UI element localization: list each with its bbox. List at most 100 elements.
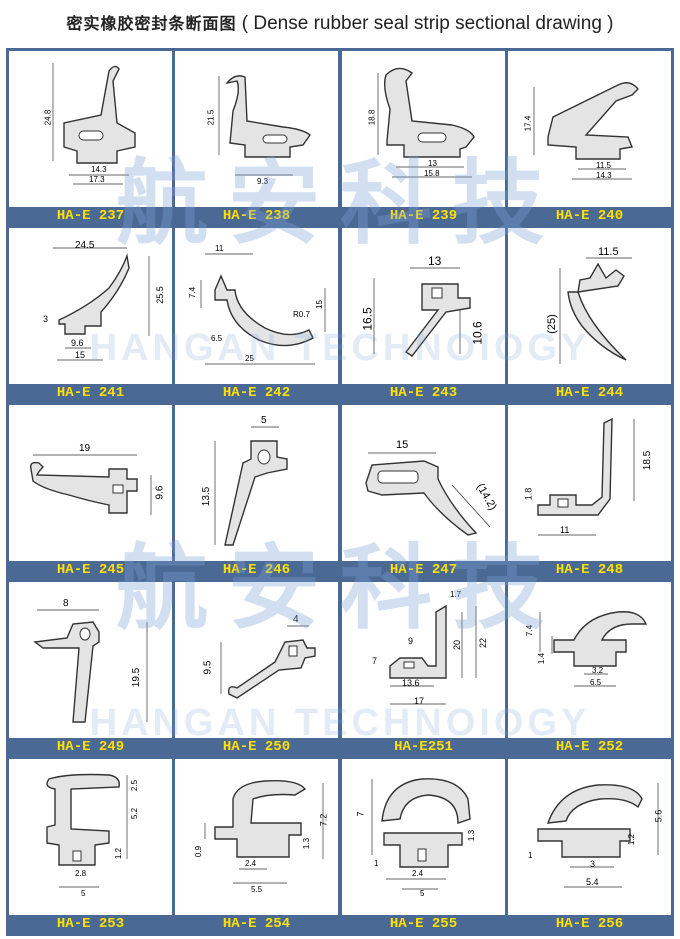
section-drawing-247: 15 (14.2) (342, 405, 505, 561)
model-code: HA-E251 (394, 739, 453, 755)
page-title: 密实橡胶密封条断面图 ( Dense rubber seal strip sec… (0, 10, 680, 35)
dim-label: 3 (43, 314, 49, 324)
dim-label: 25 (245, 354, 254, 363)
model-code: HA-E 250 (222, 739, 291, 755)
dim-label: 18.8 (367, 109, 377, 126)
dim-label: 19 (79, 443, 91, 454)
dim-label: 5 (261, 415, 267, 426)
seal-card-242: 11 7.4 15 R0.7 6.5 25 HA-E 242 (175, 228, 338, 402)
seal-card-256: 5.6 1.2 1 3 5.4 HA-E 256 (508, 759, 671, 933)
section-drawing-240: 17.4 11.5 14.3 (508, 51, 671, 207)
dim-label: 1.4 (537, 652, 547, 665)
dim-label: 22 (478, 637, 489, 649)
dim-label: 7 (355, 811, 366, 817)
dim-label: 1.2 (114, 847, 124, 860)
seal-card-253: 2.5 5.2 1.2 2.8 5 HA-E 253 (9, 759, 172, 933)
dim-label: 11 (560, 525, 570, 535)
section-drawing-250: 4 9.5 (175, 582, 338, 738)
seal-card-238: 21.5 9.3 HA-E 238 (175, 51, 338, 225)
dim-label: 9.6 (154, 485, 166, 500)
dim-label: 19.5 (131, 667, 143, 688)
model-code: HA-E 244 (555, 385, 624, 401)
dim-label: 8 (63, 598, 69, 609)
model-code: HA-E 254 (222, 916, 291, 932)
dim-label: 13 (428, 254, 442, 268)
section-drawing-246: 5 13.5 (175, 405, 338, 561)
dim-label: R0.7 (293, 310, 310, 319)
dim-label: 15 (75, 350, 86, 360)
dim-label: 5 (81, 889, 86, 898)
model-code: HA-E 242 (222, 385, 291, 401)
dim-label: 1.2 (627, 833, 637, 846)
dim-label: 24.8 (43, 109, 53, 126)
seal-card-240: 17.4 11.5 14.3 HA-E 240 (508, 51, 671, 225)
seal-card-252: 7.4 1.4 3.2 6.5 HA-E 252 (508, 582, 671, 756)
title-english: ( Dense rubber seal strip sectional draw… (241, 13, 614, 34)
seal-card-237: 24.8 14.3 17.3 HA-E 237 (9, 51, 172, 225)
dim-label: 9.6 (71, 338, 84, 348)
model-code: HA-E 253 (56, 916, 125, 932)
dim-label: 2.4 (245, 859, 257, 868)
seal-card-239: 18.8 13 15.8 HA-E 239 (342, 51, 505, 225)
model-code: HA-E 252 (555, 739, 624, 755)
dim-label: 9.5 (202, 660, 214, 675)
model-code: HA-E 240 (555, 208, 624, 224)
dim-label: 7.2 (318, 813, 329, 827)
section-drawing-251: 1.7 9 20 22 7 13.6 17 (342, 582, 505, 738)
dim-label: 11.5 (598, 246, 619, 258)
dim-label: 13.6 (402, 678, 420, 688)
model-code: HA-E 249 (56, 739, 125, 755)
section-drawing-245: 19 9.6 (9, 405, 172, 561)
section-drawing-256: 5.6 1.2 1 3 5.4 (508, 759, 671, 915)
dim-label: 3.2 (592, 666, 604, 675)
dim-label: 24.5 (75, 240, 95, 251)
seal-card-247: 15 (14.2) HA-E 247 (342, 405, 505, 579)
dim-label: 3 (590, 859, 596, 869)
dim-label: 1.7 (450, 590, 462, 599)
dim-label: 5.4 (586, 877, 599, 887)
dim-label: 15 (396, 439, 409, 451)
section-drawing-239: 18.8 13 15.8 (342, 51, 505, 207)
dim-label: 1.3 (302, 837, 312, 850)
dim-label: 17.3 (89, 175, 105, 184)
seal-card-250: 4 9.5 HA-E 250 (175, 582, 338, 756)
dim-label: 2.4 (412, 869, 424, 878)
model-code: HA-E 245 (56, 562, 125, 578)
section-drawing-253: 2.5 5.2 1.2 2.8 5 (9, 759, 172, 915)
section-drawing-255: 7 1.3 1 2.4 5 (342, 759, 505, 915)
model-code: HA-E 238 (222, 208, 291, 224)
model-code: HA-E 256 (555, 916, 624, 932)
section-drawing-242: 11 7.4 15 R0.7 6.5 25 (175, 228, 338, 384)
seal-card-245: 19 9.6 HA-E 245 (9, 405, 172, 579)
dim-label: 1.8 (523, 487, 534, 501)
dim-label: 11.5 (596, 161, 611, 170)
seal-card-255: 7 1.3 1 2.4 5 HA-E 255 (342, 759, 505, 933)
section-drawing-241: 24.5 25.5 3 9.6 15 (9, 228, 172, 384)
model-code: HA-E 255 (389, 916, 458, 932)
model-code: HA-E 247 (389, 562, 458, 578)
seal-card-244: 11.5 (25) HA-E 244 (508, 228, 671, 402)
model-code: HA-E 239 (389, 208, 458, 224)
dim-label: 9.3 (257, 177, 269, 186)
dim-label: 5.5 (251, 885, 263, 894)
section-drawing-254: 7.2 1.3 0.9 2.4 5.5 (175, 759, 338, 915)
dim-label: 16.5 (360, 307, 375, 331)
dim-label: 13 (428, 159, 437, 168)
section-drawing-238: 21.5 9.3 (175, 51, 338, 207)
dim-label: 4 (293, 614, 299, 625)
section-drawing-243: 13 16.5 10.6 (342, 228, 505, 384)
seal-card-246: 5 13.5 HA-E 246 (175, 405, 338, 579)
dim-label: 1 (528, 851, 533, 860)
dim-label: 17.4 (523, 115, 533, 132)
dim-label: 6.5 (211, 334, 223, 343)
dim-label: 7.4 (188, 286, 198, 299)
model-code: HA-E 237 (56, 208, 125, 224)
dim-label: 2.8 (75, 869, 87, 878)
dim-label: 13.5 (201, 486, 213, 507)
dim-label: 1 (374, 859, 379, 868)
dim-label: 7 (372, 656, 378, 666)
dim-label: 20 (452, 639, 463, 651)
model-code: HA-E 246 (222, 562, 291, 578)
section-drawing-244: 11.5 (25) (508, 228, 671, 384)
dim-label: 9 (408, 636, 414, 646)
